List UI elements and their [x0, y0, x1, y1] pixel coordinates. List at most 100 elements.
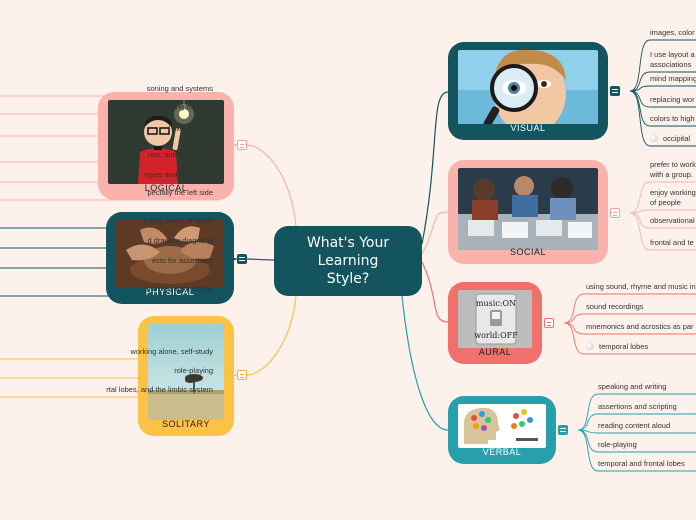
connector-line [246, 144, 297, 227]
leaf-text: prefer to work with a group. [650, 160, 696, 179]
connector-line [629, 39, 696, 92]
leaf-text: mnemonics and acrostics as par [586, 322, 694, 331]
bullet-ball-icon [650, 134, 658, 142]
leaf-text: working alone, self-study [130, 347, 213, 356]
logical-leaf-item[interactable]: l examples or [168, 124, 213, 134]
logical-leaf-item[interactable]: pecially the left side [148, 188, 213, 198]
social-leaf-item[interactable]: enjoy working of people [650, 188, 696, 208]
connector-line [421, 91, 449, 245]
connector-line [421, 211, 449, 255]
node-social[interactable]: SOCIAL [448, 160, 608, 264]
node-label: LOGICAL [144, 183, 188, 193]
connector-line [577, 393, 696, 431]
leaf-text: using sound, rhyme and music in [586, 282, 696, 291]
verbal-leaf-item[interactable]: reading content aloud [598, 421, 670, 431]
leaf-text: role-playing [598, 440, 637, 449]
leaf-text: colors to high [650, 114, 695, 123]
logical-leaf-item[interactable]: soning and systems [147, 84, 213, 94]
connector-line [629, 209, 696, 214]
central-topic[interactable]: What's Your Learning Style? [274, 226, 422, 296]
idea-boy-photo-icon [108, 100, 224, 184]
aural-leaf-item[interactable]: using sound, rhyme and music in [586, 282, 696, 292]
visual-leaf-item[interactable]: I use layout a associations [650, 50, 695, 70]
aural-leaf-item[interactable]: mnemonics and acrostics as par [586, 322, 694, 332]
collapse-toggle-social-icon[interactable] [610, 208, 620, 218]
verbal-leaf-item[interactable]: role-playing [598, 440, 637, 450]
leaf-text: pecially the left side [147, 188, 213, 197]
node-physical[interactable]: PHYSICAL [106, 212, 234, 304]
aural-leaf-item[interactable]: temporal lobes [586, 342, 648, 352]
visual-leaf-item[interactable]: occipital [650, 134, 690, 144]
node-solitary[interactable]: SOLITARY [138, 316, 234, 436]
connector-line [629, 181, 696, 214]
connector-line [246, 295, 297, 376]
collapse-toggle-solitary-icon[interactable] [237, 370, 247, 380]
collapse-toggle-logical-icon[interactable] [237, 140, 247, 150]
svg-text:world:OFF: world:OFF [474, 331, 518, 340]
physical-leaf-item[interactable]: s and sense of touch [144, 216, 213, 226]
verbal-leaf-item[interactable]: speaking and writing [598, 382, 666, 392]
node-aural[interactable]: music:ON world:OFF AURAL [448, 282, 542, 364]
leaf-text: role-playing [174, 366, 213, 375]
connector-line [629, 85, 696, 92]
logical-leaf-item[interactable]: ries, and to-do lists, [148, 150, 213, 160]
leaf-text: speaking and writing [598, 382, 667, 391]
leaf-text: soning and systems [146, 84, 213, 93]
node-visual[interactable]: VISUAL [448, 42, 608, 140]
social-leaf-item[interactable]: prefer to work with a group. [650, 160, 696, 180]
solitary-leaf-item[interactable]: role-playing [174, 366, 213, 376]
social-leaf-item[interactable]: observational [650, 216, 695, 226]
connector-line [629, 71, 696, 92]
physical-leaf-item[interactable]: and the motor cortex [144, 284, 213, 294]
group-computers-photo-icon [458, 168, 598, 250]
collapse-toggle-verbal-icon[interactable] [558, 425, 568, 435]
physical-leaf-item[interactable]: ects for assertions [152, 256, 213, 266]
magnifying-glass-photo-icon [458, 50, 598, 124]
connector-line [563, 322, 696, 355]
physical-leaf-item[interactable]: d drawing diagrams [148, 236, 213, 246]
connector-line [577, 429, 696, 434]
collapse-toggle-aural-icon[interactable] [544, 318, 554, 328]
collapse-toggle-physical-icon[interactable] [237, 254, 247, 264]
node-logical[interactable]: LOGICAL [98, 92, 234, 200]
connector-line [577, 413, 696, 431]
leaf-text: and the motor cortex [144, 284, 213, 293]
connector-line [629, 212, 696, 251]
node-label: VISUAL [510, 123, 546, 133]
verbal-leaf-item[interactable]: assertions and scripting [598, 402, 677, 412]
leaf-text: ries, and to-do lists, [147, 150, 213, 159]
leaf-text: egies and simulation [144, 170, 213, 179]
connector-line [401, 295, 449, 431]
leaf-text: frontal and te [650, 238, 694, 247]
leaf-text: occipital [663, 134, 691, 143]
logical-leaf-item[interactable]: egies and simulation [145, 170, 213, 180]
social-leaf-item[interactable]: frontal and te [650, 238, 694, 248]
connector-line [577, 429, 696, 472]
visual-leaf-item[interactable]: mind mapping [650, 74, 696, 84]
solitary-leaf-item[interactable]: working alone, self-study [130, 347, 213, 357]
node-label: SOLITARY [162, 419, 210, 429]
lone-tree-photo-icon [148, 324, 224, 420]
aural-leaf-item[interactable]: sound recordings [586, 302, 644, 312]
collapse-toggle-visual-icon[interactable] [610, 86, 620, 96]
leaf-text: ects for assertions [152, 256, 213, 265]
music-switch-photo-icon: music:ON world:OFF [458, 290, 532, 348]
visual-leaf-item[interactable]: replacing wor [650, 95, 695, 105]
solitary-leaf-item[interactable]: rtal lobes, and the limbic system [106, 385, 213, 395]
visual-leaf-item[interactable]: colors to high [650, 114, 695, 124]
leaf-text: reading content aloud [598, 421, 671, 430]
visual-leaf-item[interactable]: images, color [650, 28, 695, 38]
leaf-text: assertions and scripting [598, 402, 677, 411]
connector-line [563, 313, 696, 324]
bullet-ball-icon [586, 342, 594, 350]
verbal-leaf-item[interactable]: temporal and frontal lobes [598, 459, 685, 469]
leaf-text: mind mapping [650, 74, 696, 83]
leaf-text: temporal lobes [599, 342, 649, 351]
node-label: AURAL [478, 347, 512, 357]
logical-leaf-item[interactable]: m learning material [149, 102, 213, 112]
leaf-text: m learning material [149, 102, 213, 111]
svg-text:music:ON: music:ON [476, 299, 516, 308]
pottery-hands-photo-icon [116, 220, 224, 288]
node-verbal[interactable]: VERBAL [448, 396, 556, 464]
